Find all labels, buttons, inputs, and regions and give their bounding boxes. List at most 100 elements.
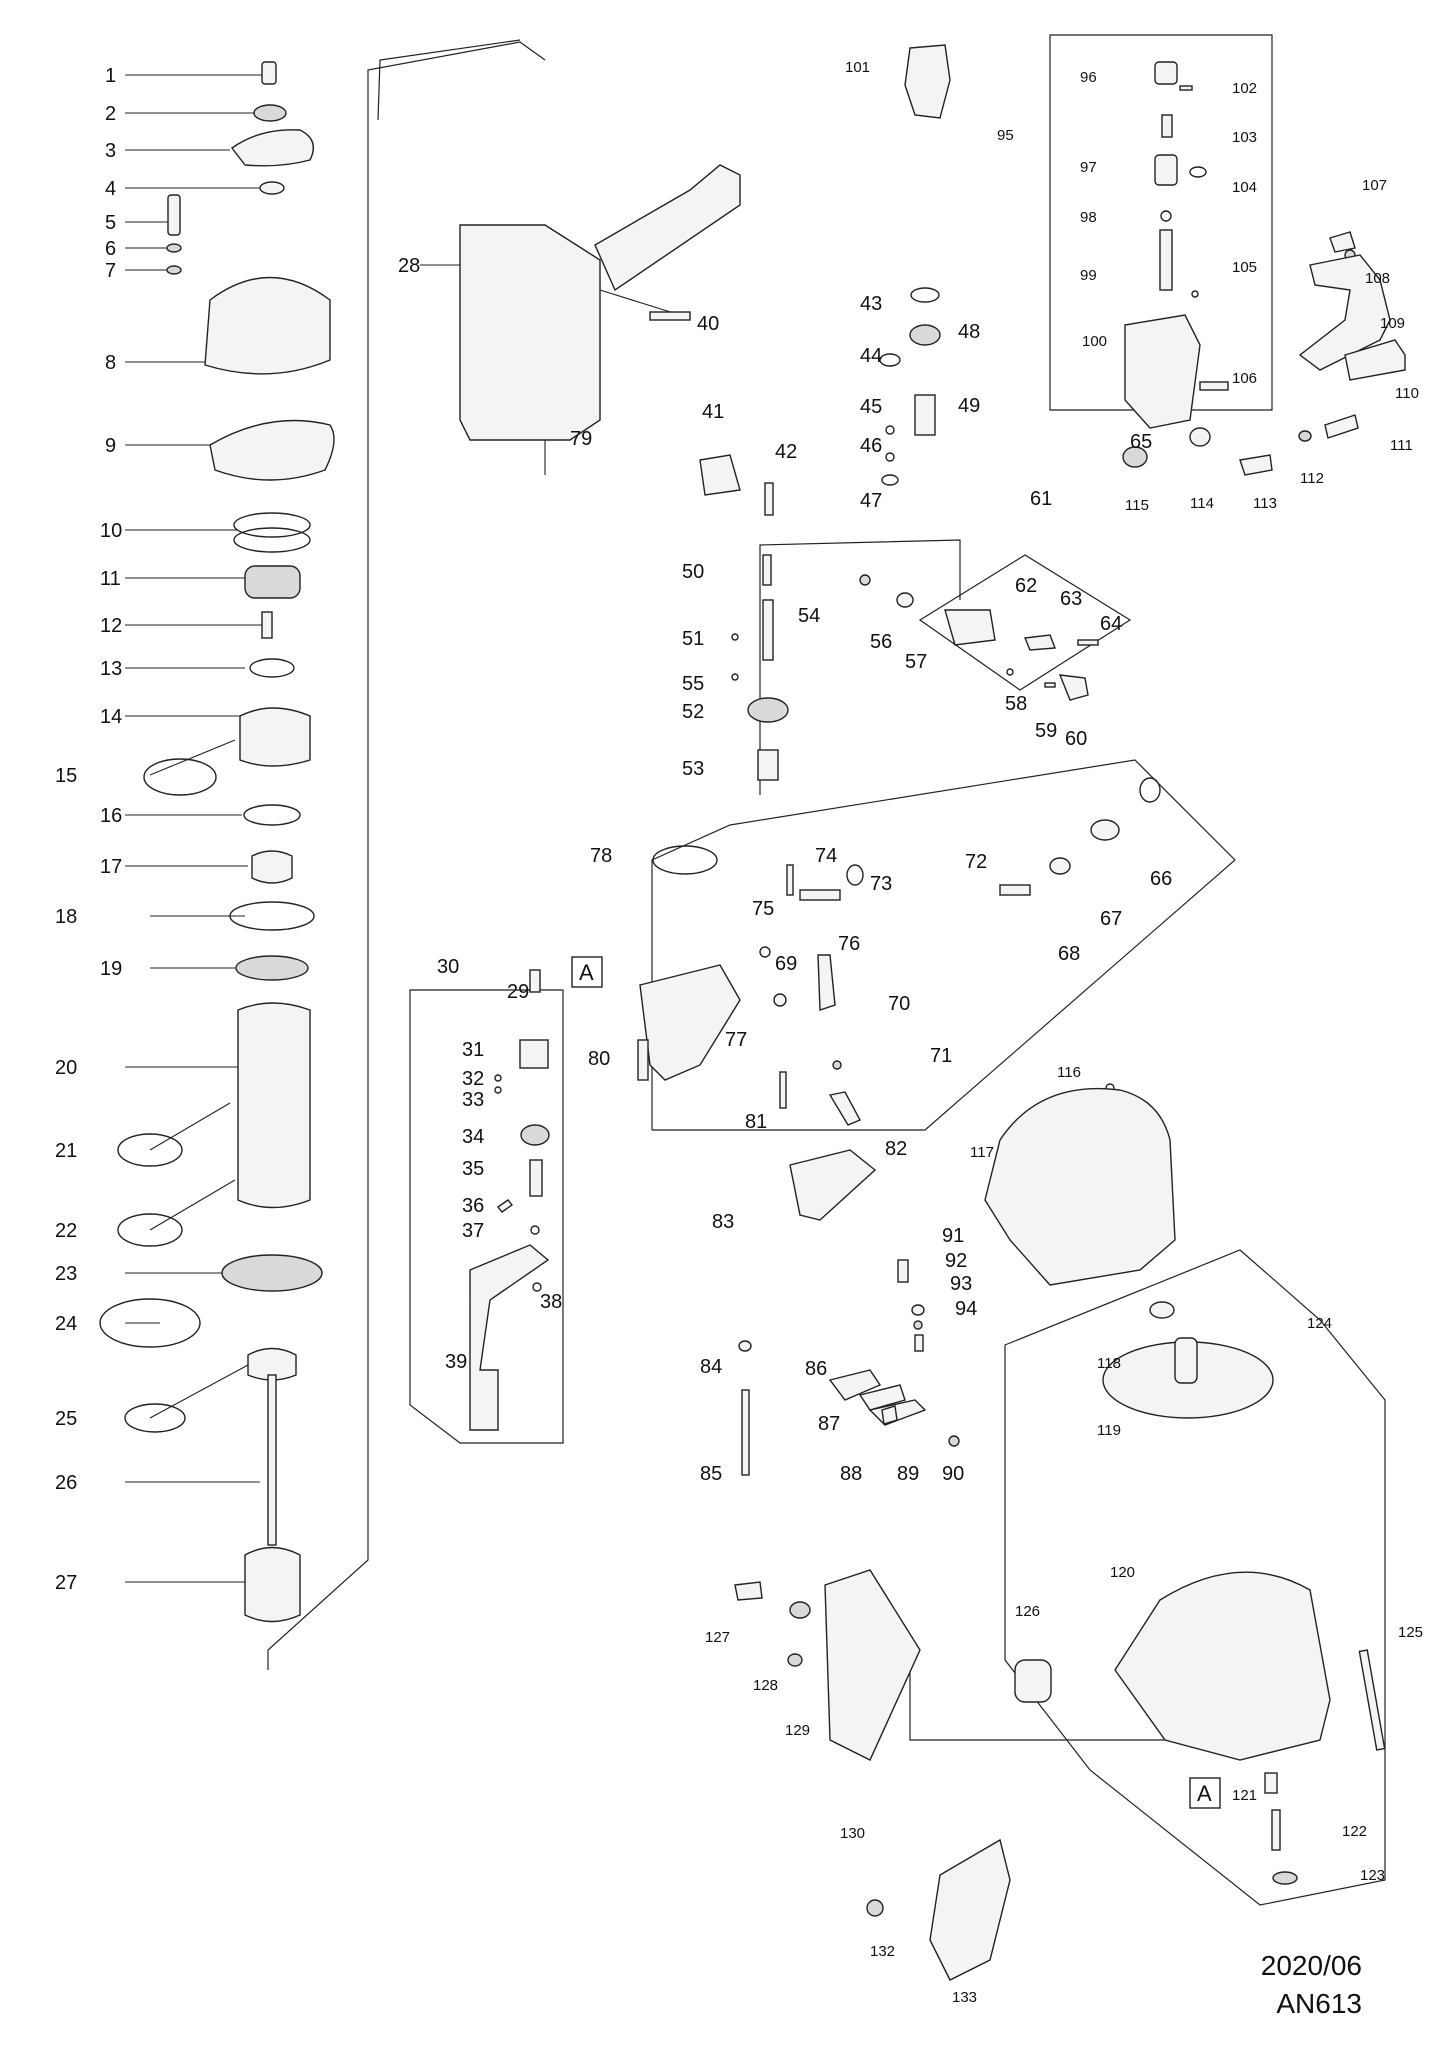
callout-123: 123 [1360, 1867, 1385, 1884]
callout-118: 118 [1097, 1355, 1121, 1372]
group-95-parts [904, 44, 1406, 476]
callout-51: 51 [682, 628, 704, 650]
callout-59: 59 [1035, 720, 1057, 742]
callout-30: 30 [437, 956, 459, 978]
callout-labels: 1234567891011121314151617181920212223242… [55, 59, 1423, 2006]
callout-95: 95 [997, 127, 1014, 144]
callout-18: 18 [55, 906, 77, 928]
callout-33: 33 [462, 1089, 484, 1111]
callout-70: 70 [888, 993, 910, 1015]
callout-132: 132 [870, 1943, 895, 1960]
callout-14: 14 [100, 706, 122, 728]
callout-15: 15 [55, 765, 77, 787]
callout-38: 38 [540, 1291, 562, 1313]
callout-6: 6 [105, 238, 116, 260]
callout-78: 78 [590, 845, 612, 867]
callout-92: 92 [945, 1250, 967, 1272]
callout-112: 112 [1300, 470, 1324, 487]
callout-73: 73 [870, 873, 892, 895]
leader-lines [125, 74, 262, 1583]
callout-43: 43 [860, 293, 882, 315]
lower-middle-parts [738, 1259, 960, 1476]
callout-115: 115 [1125, 497, 1149, 514]
magazine-parts [734, 1083, 1386, 1981]
callout-32: 32 [462, 1068, 484, 1090]
callout-96: 96 [1080, 69, 1097, 86]
model-number: AN613 [1276, 1988, 1362, 2019]
callout-2: 2 [105, 103, 116, 125]
callout-35: 35 [462, 1158, 484, 1180]
callout-50: 50 [682, 561, 704, 583]
callout-100: 100 [1082, 333, 1107, 350]
callout-126: 126 [1015, 1603, 1040, 1620]
left-stack-parts [99, 61, 335, 1623]
callout-39: 39 [445, 1351, 467, 1373]
callout-84: 84 [700, 1356, 722, 1378]
callout-116: 116 [1057, 1064, 1081, 1081]
ref-marker-a-bottom: A [1189, 1777, 1221, 1809]
callout-62: 62 [1015, 575, 1037, 597]
callout-4: 4 [105, 178, 116, 200]
callout-117: 117 [970, 1144, 994, 1161]
callout-61: 61 [1030, 488, 1052, 510]
callout-83: 83 [712, 1211, 734, 1233]
callout-13: 13 [100, 658, 122, 680]
callout-85: 85 [700, 1463, 722, 1485]
callout-58: 58 [1005, 693, 1027, 715]
callout-67: 67 [1100, 908, 1122, 930]
callout-120: 120 [1110, 1564, 1135, 1581]
callout-74: 74 [815, 845, 837, 867]
callout-122: 122 [1342, 1823, 1367, 1840]
callout-49: 49 [958, 395, 980, 417]
callout-65: 65 [1130, 431, 1152, 453]
callout-94: 94 [955, 1298, 977, 1320]
callout-119: 119 [1097, 1422, 1121, 1439]
callout-107: 107 [1362, 177, 1387, 194]
callout-114: 114 [1190, 495, 1214, 512]
callout-88: 88 [840, 1463, 862, 1485]
callout-24: 24 [55, 1313, 77, 1335]
callout-66: 66 [1150, 868, 1172, 890]
callout-77: 77 [725, 1029, 747, 1051]
callout-99: 99 [1080, 267, 1097, 284]
callout-27: 27 [55, 1572, 77, 1594]
callout-124: 124 [1307, 1315, 1332, 1332]
callout-52: 52 [682, 701, 704, 723]
callout-26: 26 [55, 1472, 77, 1494]
callout-9: 9 [105, 435, 116, 457]
callout-76: 76 [838, 933, 860, 955]
callout-103: 103 [1232, 129, 1257, 146]
callout-89: 89 [897, 1463, 919, 1485]
callout-36: 36 [462, 1195, 484, 1217]
callout-44: 44 [860, 345, 882, 367]
callout-57: 57 [905, 651, 927, 673]
callout-106: 106 [1232, 370, 1257, 387]
callout-109: 109 [1380, 315, 1405, 332]
callout-10: 10 [100, 520, 122, 542]
callout-87: 87 [818, 1413, 840, 1435]
callout-17: 17 [100, 856, 122, 878]
callout-5: 5 [105, 212, 116, 234]
callout-54: 54 [798, 605, 820, 627]
callout-90: 90 [942, 1463, 964, 1485]
callout-69: 69 [775, 953, 797, 975]
callout-53: 53 [682, 758, 704, 780]
callout-75: 75 [752, 898, 774, 920]
callout-25: 25 [55, 1408, 77, 1430]
callout-130: 130 [840, 1825, 865, 1842]
callout-21: 21 [55, 1140, 77, 1162]
callout-60: 60 [1065, 728, 1087, 750]
callout-129: 129 [785, 1722, 810, 1739]
callout-48: 48 [958, 321, 980, 343]
callout-56: 56 [870, 631, 892, 653]
ref-marker-a-top: A [571, 956, 603, 988]
drawing-date: 2020/06 [1260, 1950, 1362, 1981]
callout-63: 63 [1060, 588, 1082, 610]
callout-128: 128 [753, 1677, 778, 1694]
callout-113: 113 [1253, 495, 1277, 512]
trigger-group-parts [637, 777, 1161, 1221]
svg-text:A: A [579, 960, 594, 985]
callout-34: 34 [462, 1126, 484, 1148]
callout-12: 12 [100, 615, 122, 637]
